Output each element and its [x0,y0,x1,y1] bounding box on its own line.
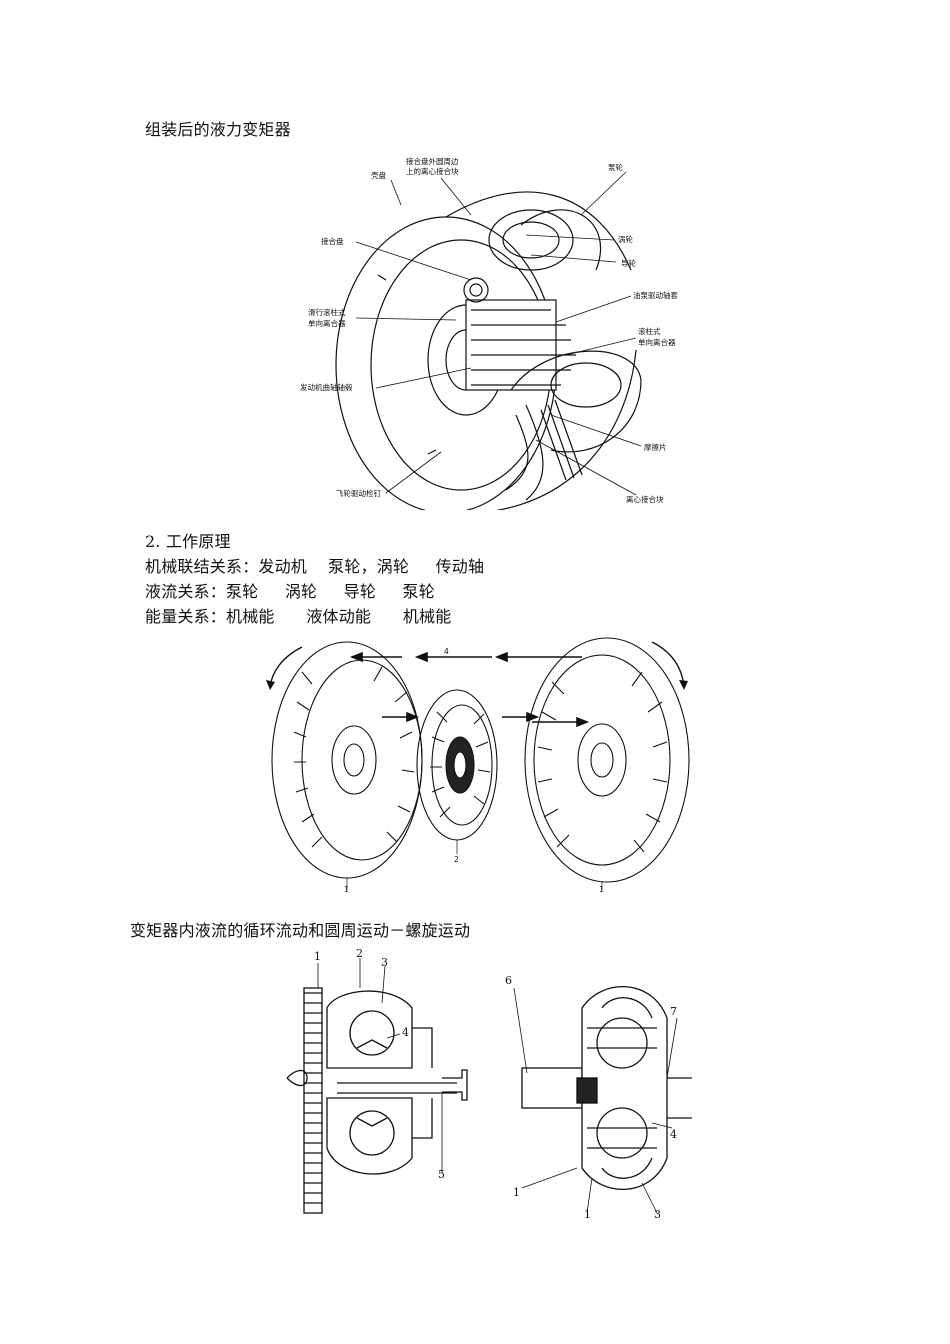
fig3-label-1c: 1 [584,1208,591,1220]
fig3-label-4b: 4 [670,1128,677,1141]
fig3-label-7: 7 [670,1005,677,1018]
fig3-label-1b: 1 [513,1186,520,1199]
label-pump-sleeve: 油泵驱动轴套 [633,290,678,300]
label-roller-clutch: 滚柱式 [638,326,661,336]
fig2-label-1a: 1 [344,885,349,894]
fig3-label-2: 2 [356,948,363,960]
assembled-heading: 组装后的液力变矩器 [145,120,291,139]
fig3-label-3: 3 [381,956,388,969]
label-stator: 导轮 [621,258,636,268]
label-planet-clutch-2: 单向离合器 [308,318,346,328]
exploded-converter-figure: 4 1 2 1 [262,632,692,894]
label-centrifugal: 离心接合块 [626,494,664,504]
mechanical-relation: 机械联结关系：发动机 泵轮，涡轮 传动轴 [145,557,485,576]
fluid-relation: 液流关系：泵轮 涡轮 导轮 泵轮 [145,582,435,601]
energy-relation: 能量关系：机械能 液体动能 机械能 [145,607,452,626]
fig3-label-5: 5 [438,1168,445,1181]
fig2-label-2: 2 [454,855,459,864]
fig3-label-6: 6 [505,974,512,987]
flow-caption: 变矩器内液流的循环流动和圆周运动－螺旋运动 [130,921,471,940]
label-turbine: 涡轮 [618,234,633,244]
label-clutch-outer-2: 上的离心接合块 [406,166,459,176]
fig2-label-1b: 1 [599,885,604,894]
label-shell: 壳盘 [371,170,386,180]
label-crank-hub: 发动机曲轴轴毂 [300,382,353,392]
label-clutch-outer: 接合盘外圆周边 [406,156,459,166]
label-pump: 泵轮 [608,162,623,172]
fig3-label-1: 1 [314,950,321,963]
section-title: 2. 工作原理 [145,532,231,551]
label-flywheel-bolt: 飞轮驱动检钉 [336,488,381,498]
fig2-label-4: 4 [444,647,449,656]
section-diagrams-figure: 1 2 3 4 5 6 7 4 1 1 3 [282,948,692,1220]
fig3-label-4: 4 [402,1026,409,1039]
label-roller-clutch-2: 单向离合器 [638,337,676,347]
label-clutch-plate: 接合盘 [321,236,344,246]
label-planet-clutch: 滑行滚柱式 [308,307,346,317]
torque-converter-cutaway-figure: 壳盘 接合盘外圆周边 上的离心接合块 泵轮 涡轮 导轮 接合盘 油泵驱动轴套 滑… [296,150,686,510]
label-friction: 摩擦片 [644,442,667,452]
fig3-label-3b: 3 [654,1208,661,1220]
